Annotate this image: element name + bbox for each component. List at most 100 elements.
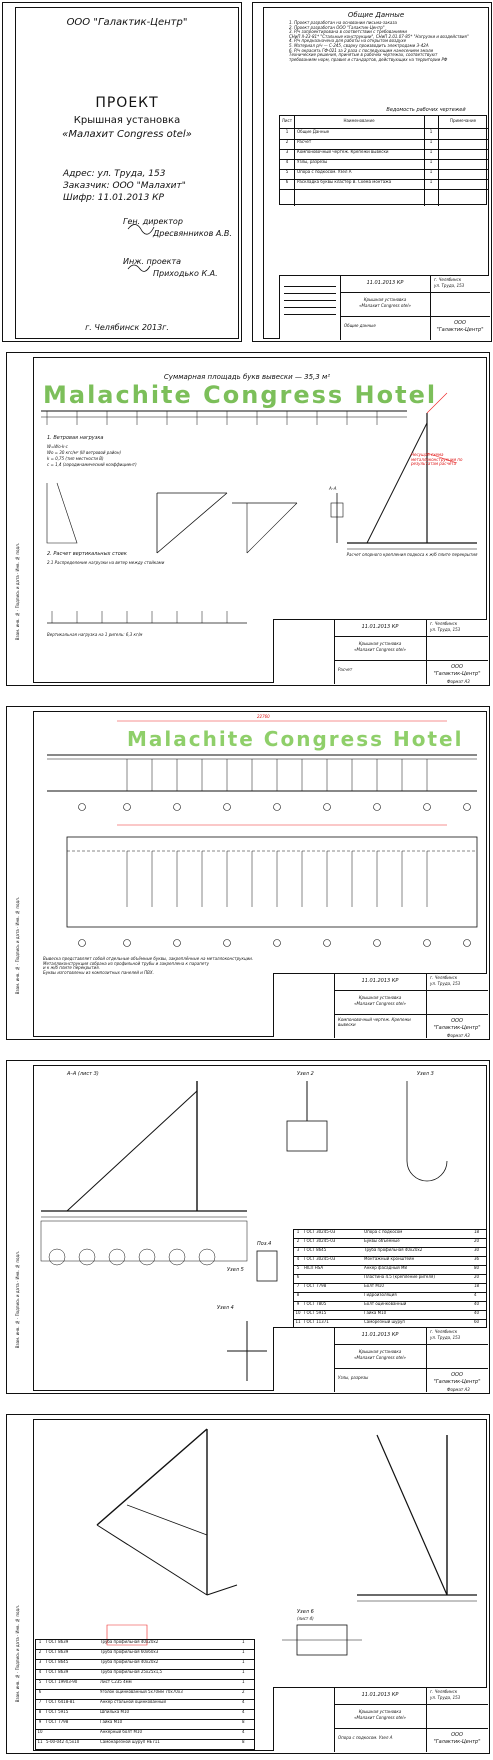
tb-desc1: Крышная установка bbox=[358, 995, 402, 1000]
tb-company: ООО bbox=[451, 1018, 463, 1024]
tb-code: 11.01.2013 КР bbox=[361, 1692, 399, 1698]
pos4-label: Поз.4 bbox=[257, 1241, 272, 1247]
tb-company: ООО bbox=[451, 664, 463, 670]
title-block: 11.01.2013 КР г. Челябинск ул. Труда, 15… bbox=[279, 275, 490, 340]
general-notes: 1. Проект разработан на основании письма… bbox=[289, 20, 485, 62]
tb-code: 11.01.2013 КР bbox=[361, 1332, 399, 1338]
note-line: 5. Материал р/ч — С-245, сварку производ… bbox=[289, 42, 429, 48]
formula-line: W=Wo·k·c bbox=[47, 444, 68, 449]
calc-result: Вертикальная нагрузка на 1 ригель: 6,3 к… bbox=[47, 632, 143, 637]
tb-company2: "Галактик-Центр" bbox=[433, 1025, 481, 1031]
nodes-drawing bbox=[40, 1081, 448, 1381]
tb-desc1: Крышная установка bbox=[363, 297, 407, 302]
note-line: 1. Проект разработан на основании письма… bbox=[289, 20, 397, 25]
tb-desc1: Крышная установка bbox=[358, 1349, 402, 1354]
section-label: А–А bbox=[329, 486, 337, 491]
cover-object: «Малахит Congress otel» bbox=[62, 129, 192, 140]
note-line: Вывеска представляет собой отдельные объ… bbox=[43, 956, 254, 961]
title-block: 11.01.2013 КР г. Челябинск ул. Труда, 15… bbox=[273, 1327, 488, 1392]
tb-company: ООО bbox=[454, 320, 466, 326]
tb-sheet-title: Опора с подкосом. Узел А bbox=[338, 1735, 393, 1740]
tb-street: ул. Труда, 153 bbox=[430, 981, 461, 986]
title-block: 11.01.2013 КР г. Челябинск ул. Труда, 15… bbox=[273, 1687, 488, 1752]
cover-city: г. Челябинск 2013г. bbox=[85, 323, 169, 332]
calc-sheet: Взам. инв. № · Подпись и дата · Инв. № п… bbox=[6, 352, 490, 686]
layout-drawing bbox=[47, 720, 478, 947]
cover-company: ООО "Галактик-Центр" bbox=[66, 17, 188, 28]
tb-street: ул. Труда, 153 bbox=[430, 1695, 461, 1700]
note-line: требованиям норм, правил и стандартов, д… bbox=[289, 56, 448, 62]
dim-total: 22760 bbox=[257, 714, 270, 719]
sheets-heading: Ведомость рабочих чертежей bbox=[386, 107, 466, 113]
support-title: Расчет опорного крепления подкоса к ж/б … bbox=[346, 552, 478, 557]
vert-title: 2. Расчет вертикальных стоек bbox=[47, 551, 127, 557]
note-line: и к ж/б плите перекрытия. bbox=[43, 965, 100, 971]
signatures bbox=[127, 224, 155, 272]
note-line: 2. Проект разработан ООО "Галактик-Центр… bbox=[289, 24, 385, 30]
cover-engineer-role: Инж. проекта bbox=[123, 257, 182, 266]
tb-desc1: Крышная установка bbox=[358, 641, 402, 646]
tb-company2: "Галактик-Центр" bbox=[436, 327, 484, 333]
title-block: 11.01.2013 КР г. Челябинск ул. Труда, 15… bbox=[273, 973, 488, 1038]
tb-sheet-title: Узлы, разрезы bbox=[338, 1375, 369, 1380]
tb-company2: "Галактик-Центр" bbox=[433, 1739, 481, 1745]
cover-director-name: Дресвянников А.В. bbox=[153, 229, 232, 238]
general-sheet: Общие Данные 1. Проект разработан на осн… bbox=[252, 2, 492, 342]
wind-title: 1. Ветровая нагрузка bbox=[47, 435, 104, 441]
tb-street: ул. Труда, 153 bbox=[430, 1335, 461, 1340]
tb-city: г. Челябинск bbox=[434, 277, 462, 282]
note-line: 6. Р/ч окрасить ГФ-021 за 2 раза с после… bbox=[289, 47, 434, 53]
tb-desc1: Крышная установка bbox=[358, 1709, 402, 1714]
tb-company: ООО bbox=[451, 1732, 463, 1738]
cover-code: Шифр: 11.01.2013 КР bbox=[63, 193, 164, 203]
col-num-header: Лист bbox=[281, 118, 293, 123]
format-label: Формат А3 bbox=[447, 679, 470, 684]
nodes-sheet: Взам. инв. № · Подпись и дата · Инв. № п… bbox=[6, 1060, 490, 1394]
tb-desc2: «Малахит Congress otel» bbox=[354, 647, 406, 652]
calc-heading: Суммарная площадь букв вывески — 35,3 м² bbox=[163, 373, 331, 381]
tb-city: г. Челябинск bbox=[430, 1329, 458, 1334]
formula-line: Wo = 30 кгс/м² (III ветровой район) bbox=[47, 450, 122, 455]
node6-sheet: (лист 4) bbox=[297, 1616, 314, 1621]
tb-desc2: «Малахит Congress otel» bbox=[354, 1001, 406, 1006]
tb-desc2: «Малахит Congress otel» bbox=[359, 303, 411, 308]
section-aa: А–А (лист 3) bbox=[67, 1071, 99, 1077]
tb-code: 11.01.2013 КР bbox=[361, 978, 399, 984]
node4-label: Узел 4 bbox=[217, 1305, 234, 1311]
tb-city: г. Челябинск bbox=[430, 1689, 458, 1694]
note-line: Металлоконструкция собрана из профильной… bbox=[43, 960, 209, 966]
tb-sheet-title: Расчет bbox=[338, 667, 353, 672]
support-sheet: Взам. инв. № · Подпись и дата · Инв. № п… bbox=[6, 1414, 490, 1754]
formula-line: k = 0,75 (тип местности В) bbox=[47, 456, 104, 461]
tb-desc2: «Малахит Congress otel» bbox=[354, 1355, 406, 1360]
note-line: 4. Р/ч предназначена для работы на откры… bbox=[289, 38, 407, 44]
support-drawing bbox=[96, 1428, 477, 1656]
tb-code: 11.01.2013 КР bbox=[361, 624, 399, 630]
tb-desc2: «Малахит Congress otel» bbox=[354, 1715, 406, 1720]
node2-label: Узел 2 bbox=[297, 1071, 314, 1077]
title-block: 11.01.2013 КР г. Челябинск ул. Труда, 15… bbox=[273, 619, 488, 684]
node3-label: Узел 3 bbox=[417, 1071, 434, 1077]
tb-city: г. Челябинск bbox=[430, 975, 458, 980]
cover-sheet: ООО "Галактик-Центр" ПРОЕКТ Крышная уста… bbox=[2, 2, 242, 342]
